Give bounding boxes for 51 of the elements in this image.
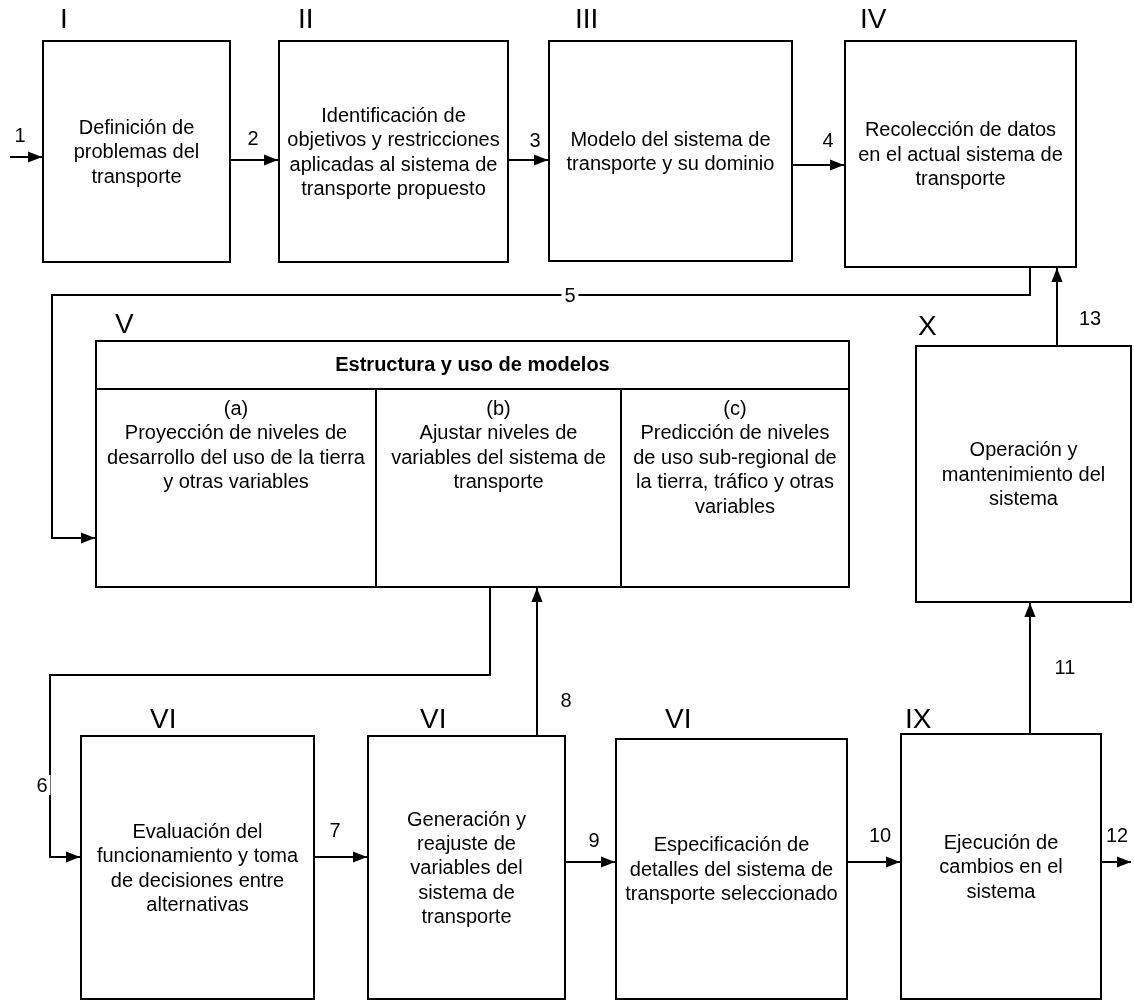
process-box [844, 40, 1077, 268]
arrow [531, 587, 543, 736]
box-text: Definición de problemas del transporte [72, 114, 201, 189]
edge-label: 4 [819, 130, 837, 150]
step-numeral: IX [905, 705, 932, 733]
arrow [230, 154, 279, 166]
arrow [9, 151, 43, 163]
step-numeral: VI [665, 705, 692, 733]
process-box [278, 40, 509, 263]
step-numeral: VI [150, 705, 177, 733]
box-text: Generación y reajuste de variables del sistema de transporte [406, 806, 527, 929]
process-box [42, 40, 231, 263]
process-box [548, 40, 793, 262]
arrow [314, 851, 368, 863]
arrow [792, 159, 845, 171]
process-box [900, 733, 1102, 1000]
step-numeral: II [298, 5, 314, 33]
process-box [615, 738, 848, 1000]
box-text: Ajustar niveles de variables del sistema de transporte [390, 420, 607, 494]
step-numeral: VI [420, 705, 447, 733]
process-box [915, 345, 1132, 603]
box-text: Ejecución de cambios en el sistema [938, 829, 1064, 904]
box-text: Modelo del sistema de transporte y su dominio [565, 126, 776, 176]
item-letter: (a) [223, 396, 249, 421]
section-heading: Estructura y uso de modelos [334, 352, 611, 377]
box-text: Proyección de niveles de desarrollo del uso de la tierra y otras variables [106, 420, 366, 494]
step-numeral: X [918, 312, 937, 340]
step-numeral: III [575, 5, 599, 33]
arrow [1024, 602, 1036, 734]
step-numeral: IV [860, 5, 887, 33]
group-box [95, 340, 850, 588]
item-letter: (c) [723, 396, 747, 421]
step-numeral: I [60, 5, 68, 33]
box-text: Predicción de niveles de uso sub-regional de la tierra, tráfico y otras variables [632, 420, 838, 518]
box-text: Identificación de objetivos y restricciones aplicadas al sistema de transporte propuesto [286, 102, 501, 201]
arrow [847, 856, 901, 868]
box-text: Operación y mantenimiento del sistema [940, 437, 1107, 511]
arrow [565, 856, 616, 868]
process-box [80, 735, 315, 1000]
arrow [1051, 267, 1063, 346]
box-text: Recolección de datos en el actual sistema de transporte [857, 117, 1064, 191]
arrow [51, 267, 1031, 544]
edge-label: 5 [561, 285, 579, 305]
arrow [49, 587, 491, 863]
step-numeral: V [115, 310, 134, 338]
arrow [1101, 856, 1132, 868]
arrow [508, 154, 549, 166]
box-text: Evaluación del funcionamiento y toma de decisiones entre alternativas [95, 818, 300, 917]
box-text: Especificación de detalles del sistema de transporte seleccionado [624, 832, 839, 906]
item-letter: (b) [486, 396, 511, 421]
process-box [367, 735, 566, 1000]
